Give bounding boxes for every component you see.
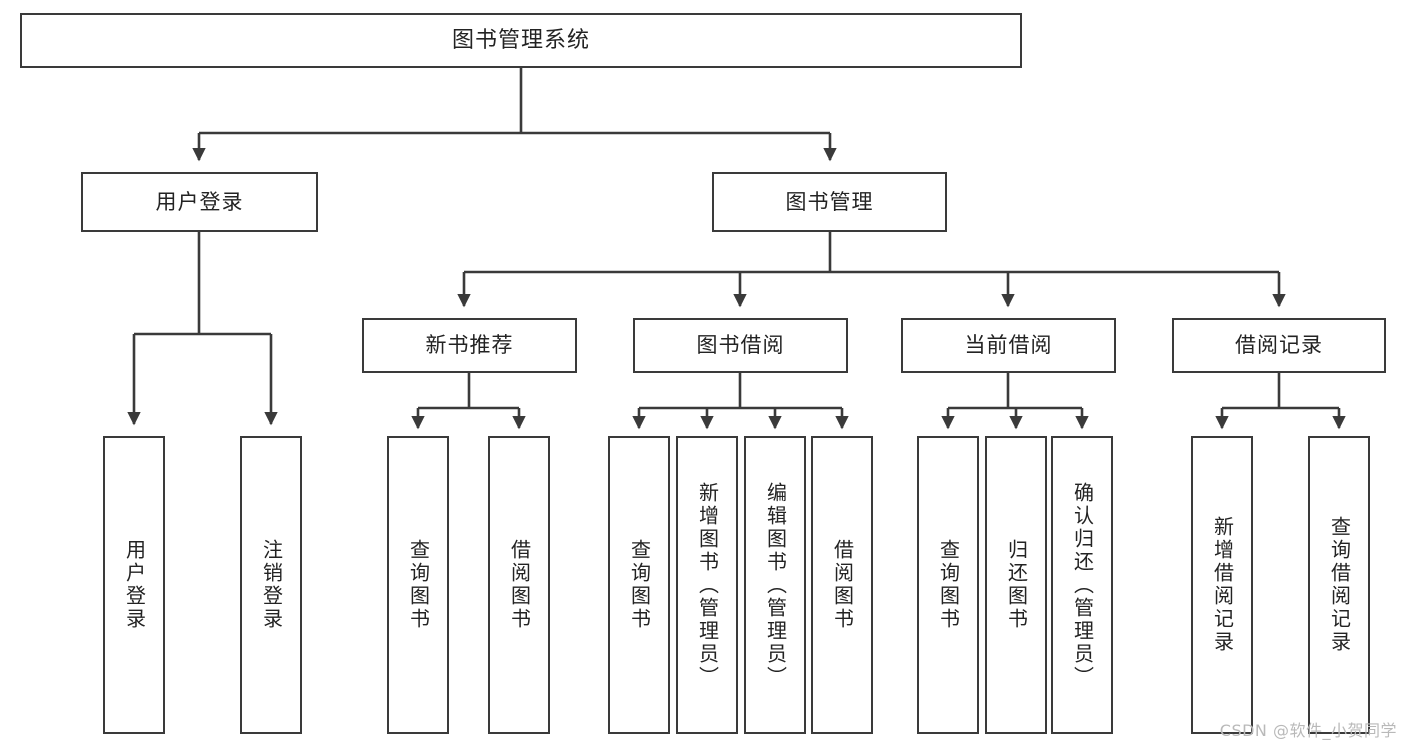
node-label: 新增图书（管理员） [695,481,720,689]
node-label: 编辑图书（管理员） [763,481,788,689]
leaf-record-query-record[interactable]: 查询借阅记录 [1308,436,1370,734]
leaf-borrow-edit-book-admin[interactable]: 编辑图书（管理员） [744,436,806,734]
leaf-current-confirm-return-admin[interactable]: 确认归还（管理员） [1051,436,1113,734]
node-label: 确认归还（管理员） [1070,481,1095,689]
node-label: 图书管理 [785,189,874,214]
node-label: 借阅图书 [507,539,532,631]
node-label: 当前借阅 [964,333,1053,358]
node-root-system[interactable]: 图书管理系统 [20,13,1022,68]
node-user-login[interactable]: 用户登录 [81,172,318,232]
node-label: 借阅图书 [830,539,855,631]
node-label: 新增借阅记录 [1210,516,1235,654]
leaf-borrow-add-book-admin[interactable]: 新增图书（管理员） [676,436,738,734]
node-label: 用户登录 [122,539,147,631]
node-label: 查询图书 [936,539,961,631]
node-borrow-record[interactable]: 借阅记录 [1172,318,1386,373]
leaf-borrow-borrow-book[interactable]: 借阅图书 [811,436,873,734]
leaf-recommend-borrow-book[interactable]: 借阅图书 [488,436,550,734]
leaf-recommend-query-book[interactable]: 查询图书 [387,436,449,734]
node-book-borrow[interactable]: 图书借阅 [633,318,848,373]
leaf-current-query-book[interactable]: 查询图书 [917,436,979,734]
leaf-record-add-record[interactable]: 新增借阅记录 [1191,436,1253,734]
node-label: 借阅记录 [1235,333,1323,358]
node-label: 归还图书 [1004,539,1029,631]
node-label: 查询图书 [627,539,652,631]
node-book-management[interactable]: 图书管理 [712,172,947,232]
leaf-user-login-logout[interactable]: 注销登录 [240,436,302,734]
node-label: 图书管理系统 [451,27,590,53]
csdn-watermark: CSDN @软件_小贺同学 [1219,721,1397,740]
node-new-book-recommend[interactable]: 新书推荐 [362,318,577,373]
node-label: 查询借阅记录 [1327,516,1352,654]
leaf-user-login-login[interactable]: 用户登录 [103,436,165,734]
leaf-borrow-query-book[interactable]: 查询图书 [608,436,670,734]
node-label: 图书借阅 [696,333,785,358]
node-label: 用户登录 [155,189,244,214]
node-label: 注销登录 [259,539,284,631]
node-label: 新书推荐 [425,333,514,358]
leaf-current-return-book[interactable]: 归还图书 [985,436,1047,734]
node-label: 查询图书 [406,539,431,631]
node-current-borrow[interactable]: 当前借阅 [901,318,1116,373]
